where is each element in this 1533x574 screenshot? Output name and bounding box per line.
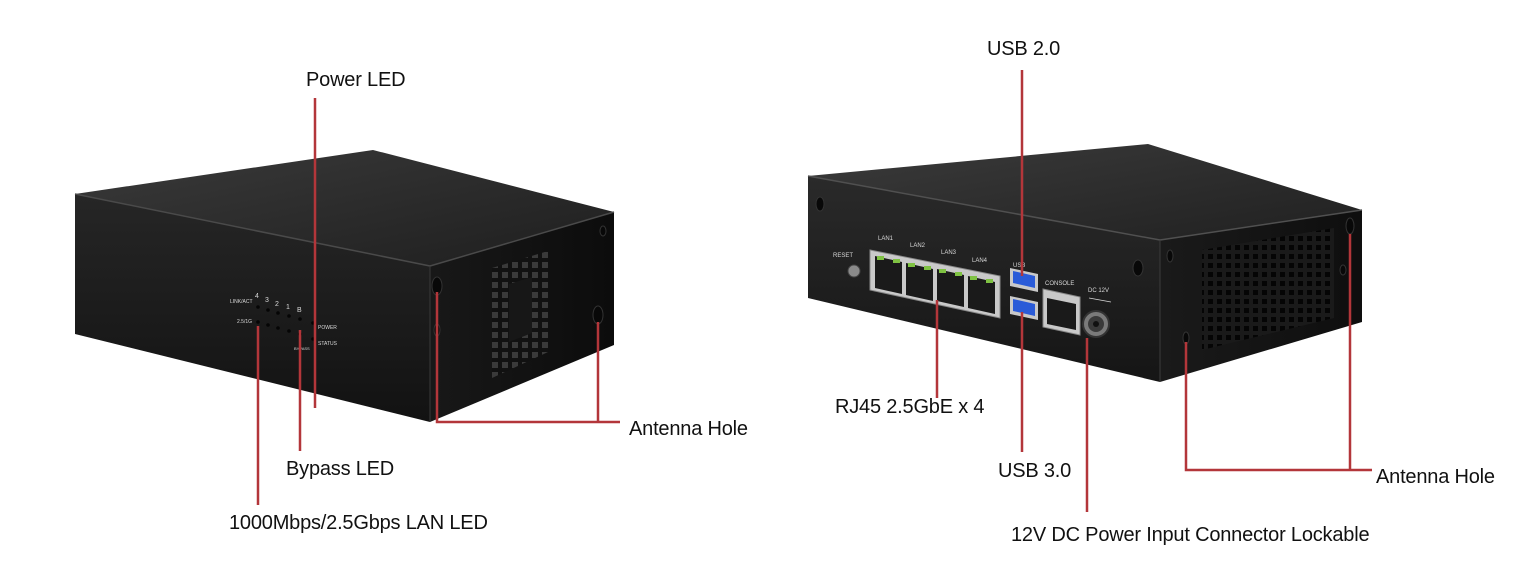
rear-side-vent [1202,228,1334,350]
callout-usb2: USB 2.0 [987,38,1061,60]
front-label-status: STATUS [318,341,338,347]
callout-antenna-hole-rear: Antenna Hole [1376,466,1495,488]
leader-line-antenna-rear [1184,234,1372,472]
front-label-power: POWER [318,325,337,331]
callout-usb3: USB 3.0 [998,460,1072,482]
screw-icon [815,196,825,212]
rj45-port-4 [968,276,995,314]
dc-power-connector [1082,310,1110,338]
callout-dc-power: 12V DC Power Input Connector Lockable [1011,524,1370,546]
front-device-face [75,194,430,422]
rear-label-reset: RESET [833,253,853,259]
rear-device-top [808,144,1362,240]
callout-rj45: RJ45 2.5GbE x 4 [835,396,985,418]
rj45-port-3 [937,269,964,307]
callout-antenna-hole-front: Antenna Hole [629,418,748,440]
front-port-number-2: 2 [275,301,279,308]
usb-2-port [1010,268,1038,292]
screw-icon [1339,264,1347,276]
screw-icon [599,225,607,237]
rj45-port-1 [875,256,902,294]
screw-icon [1132,259,1144,277]
rear-label-usb: USB [1013,263,1025,269]
front-label-bypass: BYPASS [294,346,310,351]
rj45-port-block [869,249,1001,319]
leader-line-antenna-front [435,292,620,424]
led-icon [287,314,291,318]
rear-device: RESET LAN1 LAN2 LAN3 LAN4 [807,144,1363,382]
front-device: LINK/ACT 2.5/1G 4 3 2 1 B POWER STATUS B… [74,150,615,422]
front-port-number-1: 1 [286,304,290,311]
led-icon [298,317,302,321]
callout-bypass-led: Bypass LED [286,458,395,480]
led-icon [256,320,260,324]
led-icon [287,329,291,333]
callout-lan-led: 1000Mbps/2.5Gbps LAN LED [229,512,488,534]
front-port-number-3: 3 [265,297,269,304]
led-icon [256,305,260,309]
rj45-port-2 [906,263,933,301]
led-icon [266,323,270,327]
led-icon [276,326,280,330]
rear-label-dc: DC 12V [1088,288,1109,294]
reset-button [847,264,861,278]
front-port-number-4: 4 [255,293,259,300]
front-label-linkact: LINK/ACT [230,299,253,305]
usb-3-port [1010,296,1038,320]
screw-icon [1166,249,1174,263]
rear-label-lan1: LAN1 [878,236,894,242]
front-label-speed: 2.5/1G [237,319,252,325]
callout-power-led: Power LED [306,69,406,91]
rear-label-lan3: LAN3 [941,250,957,256]
front-bypass-symbol: B [297,307,302,314]
antenna-hole-icon [592,305,604,325]
front-device-top [75,150,614,266]
leader-lines [256,70,1372,512]
rear-label-lan2: LAN2 [910,243,926,249]
led-icon [266,308,270,312]
rear-label-lan4: LAN4 [972,258,988,264]
led-icon [276,311,280,315]
antenna-hole-icon [1345,217,1355,235]
rear-label-console: CONSOLE [1045,281,1074,287]
console-port [1042,288,1081,336]
